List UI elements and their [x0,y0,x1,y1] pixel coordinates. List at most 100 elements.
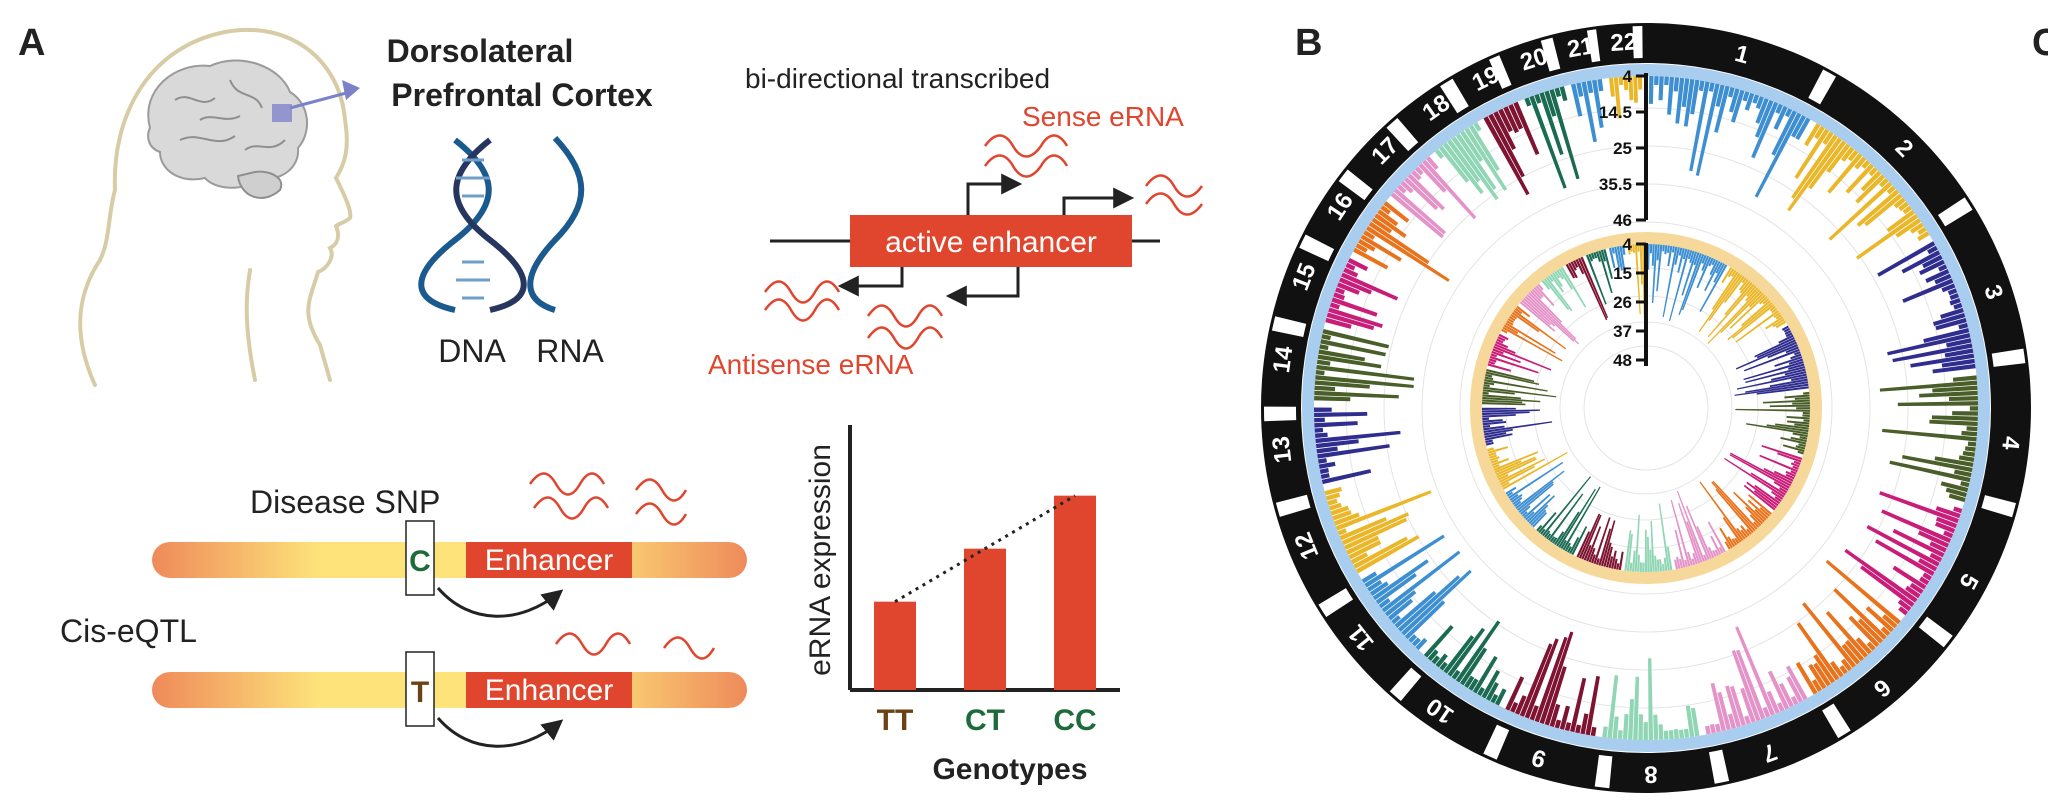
inner-peak-chr3 [1743,348,1800,372]
snp-allele-box-top [405,520,435,596]
ideogram-band [1822,703,1851,739]
inner-peak-chr13 [1484,432,1507,439]
outer-peak-chr5 [1922,572,1932,581]
outer-peak-chr12 [1324,486,1342,496]
chromosome-label-4: 4 [1996,435,2024,452]
outer-peak-chr4 [1879,380,1978,392]
inner-peak-chr2 [1698,272,1741,333]
outer-peak-chr16 [1353,247,1389,270]
ideogram-band [1483,724,1510,760]
outer-peak-chr2 [1828,181,1893,241]
inner-peak-chr7 [1686,521,1703,563]
inner-peak-chr18 [1547,275,1554,283]
enhancer-label-top: Enhancer [485,544,613,577]
inner-peak-chr17 [1523,297,1556,327]
outer-peak-chr9 [1534,636,1568,723]
outer-peak-chr16 [1377,209,1399,227]
inner-peak-chr20 [1590,252,1595,260]
outer-scale-label: 35.5 [1599,175,1632,194]
outer-peak-chr3 [1927,245,1938,255]
outer-peak-chr4 [1960,481,1970,488]
outer-peak-chr2 [1860,170,1882,192]
inner-peak-chr4 [1790,436,1807,443]
inner-peak-chr5 [1724,457,1785,498]
inner-peak-chr10 [1542,476,1591,537]
antisense-erna-label: Antisense eRNA [708,349,914,380]
inner-peak-chr1 [1715,262,1723,274]
ideogram-band [1275,494,1311,517]
outer-peak-chr4 [1897,401,1978,407]
inner-peak-chr3 [1787,363,1805,370]
inner-peak-chr3 [1743,361,1804,381]
outer-peak-chr22 [1637,76,1643,90]
inner-peak-chr7 [1670,500,1691,567]
outer-peak-chr20 [1524,97,1532,107]
inner-peak-chr11 [1525,511,1535,521]
inner-scale-label: 26 [1613,293,1632,312]
inner-peak-chr8 [1659,559,1663,572]
ideogram-inner-fill [1301,63,1991,753]
inner-scale-label: 15 [1613,264,1632,283]
inner-peak-chr3 [1756,386,1809,395]
outer-peak-chr14 [1314,390,1399,399]
outer-peak-chr9 [1590,726,1597,737]
inner-peak-chr22 [1627,244,1631,255]
inner-peak-chr9 [1578,513,1601,559]
outer-peak-chr16 [1360,234,1402,262]
outer-peak-chr12 [1335,490,1432,531]
ideogram-band [1708,749,1730,784]
outer-peak-chr3 [1947,288,1958,296]
outer-peak-chr3 [1938,264,1948,272]
outer-peak-chr8 [1633,676,1640,740]
outer-peak-chr13 [1318,461,1336,469]
inner-peak-chr7 [1712,550,1717,557]
inner-peak-chr1 [1674,247,1680,265]
inner-peak-chr2 [1748,292,1765,308]
inner-peak-chr17 [1531,288,1543,300]
outer-peak-chr5 [1929,541,1947,553]
inner-peak-chr20 [1598,250,1613,294]
outer-peak-chr11 [1415,637,1428,650]
inner-peak-chr2 [1741,300,1771,327]
inner-peak-chr8 [1658,503,1670,571]
chromosome-bottom [152,672,747,708]
outer-peak-chr1 [1690,79,1700,115]
outer-peak-chr6 [1839,665,1848,675]
inner-peak-chr18 [1556,269,1564,280]
outer-peak-chr14 [1319,344,1329,351]
inner-peak-chr10 [1566,546,1572,553]
outer-peak-chr10 [1451,669,1461,680]
inner-peak-chr17 [1526,294,1580,345]
inner-peak-chr22 [1637,244,1640,252]
antisense-tss-arrow-1 [837,267,904,297]
inner-peak-chr3 [1769,378,1808,388]
inner-peak-chr2 [1745,287,1759,302]
outer-peak-chr5 [1917,530,1950,548]
outer-peak-chr1 [1754,99,1774,138]
ideogram-band [1594,754,1613,789]
outer-peak-chr17 [1411,170,1422,181]
outer-peak-chr1 [1730,89,1745,123]
outer-peak-chr8 [1685,705,1695,738]
inner-peak-chr2 [1773,312,1781,318]
outer-grid-circle [1459,221,1833,595]
inner-peak-chr2 [1730,270,1737,277]
outer-peak-chr9 [1564,722,1572,732]
outer-peak-chr7 [1714,723,1721,733]
inner-peak-chr9 [1616,563,1620,570]
inner-peak-chr13 [1483,428,1513,436]
outer-scale-label: 46 [1613,211,1632,230]
bar-tt [874,601,916,690]
inner-peak-chr16 [1506,320,1514,326]
outer-peak-chr13 [1313,407,1332,412]
outer-peak-chr9 [1514,695,1527,715]
inner-peak-chr15 [1489,358,1497,363]
inner-peak-chr1 [1708,257,1714,267]
outer-peak-chr16 [1383,201,1410,223]
chromosome-label-14: 14 [1268,344,1298,375]
outer-peak-chr7 [1776,702,1785,712]
outer-peak-chr3 [1946,338,1972,348]
inner-peak-chr4 [1766,424,1809,433]
outer-peak-chr7 [1710,682,1726,732]
outer-track-baseline [1302,64,1990,752]
